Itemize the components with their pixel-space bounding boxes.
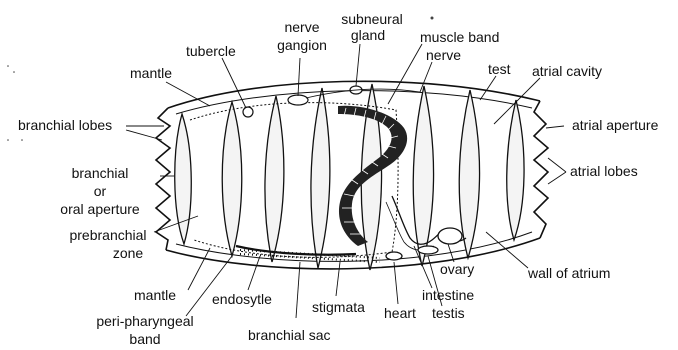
label-prebranchial-line1: prebranchial [52, 228, 164, 243]
label-heart: heart [384, 306, 416, 321]
label-peri-pharyngeal-line2: band [122, 332, 168, 347]
atrial-lobes-edge [534, 101, 548, 238]
label-endosytle: endosytle [212, 292, 272, 307]
label-branchial-oral-line3: oral aperture [42, 202, 158, 217]
label-subneural-gland-line1: subneural [330, 12, 414, 27]
label-tubercle: tubercle [186, 44, 236, 59]
heart [386, 252, 402, 260]
label-atrial-aperture: atrial aperture [572, 118, 658, 133]
label-branchial-lobes: branchial lobes [18, 118, 112, 133]
muscle-band-6 [413, 86, 433, 266]
muscle-band-7 [459, 90, 479, 258]
label-nerve-gangion-line1: nerve [278, 20, 326, 35]
label-peri-pharyngeal-line1: peri-pharyngeal [86, 314, 204, 329]
tubercle [243, 107, 253, 117]
label-nerve: nerve [426, 48, 461, 63]
label-prebranchial-line2: zone [96, 246, 160, 261]
label-stigmata: stigmata [312, 300, 365, 315]
nerve-ganglion [288, 95, 308, 105]
ovary [438, 228, 462, 244]
muscle-band-8 [507, 100, 524, 240]
label-atrial-lobes: atrial lobes [570, 164, 638, 179]
label-ovary: ovary [440, 262, 474, 277]
stigmata-rows [240, 250, 380, 262]
label-nerve-gangion-line2: gangion [264, 38, 340, 53]
testis [418, 246, 438, 254]
label-subneural-gland-line2: gland [340, 28, 396, 43]
label-branchial-oral-line1: branchial [56, 166, 144, 181]
label-branchial-sac: branchial sac [248, 328, 331, 343]
nerve-ganglion-group [288, 86, 420, 105]
muscle-band-4 [311, 88, 330, 268]
muscle-band-2 [222, 102, 242, 256]
muscle-band-1 [175, 114, 192, 244]
label-muscle-band: muscle band [420, 30, 499, 45]
label-intestine: intestine [422, 288, 474, 303]
label-branchial-oral-line2: or [56, 184, 144, 199]
label-wall-of-atrium: wall of atrium [528, 266, 610, 281]
label-atrial-cavity: atrial cavity [532, 64, 602, 79]
leader-lines [126, 44, 566, 318]
muscle-band-3 [265, 96, 284, 262]
label-test: test [488, 62, 511, 77]
label-testis: testis [432, 306, 465, 321]
label-mantle-bottom: mantle [134, 288, 176, 303]
label-mantle-top: mantle [130, 66, 172, 81]
